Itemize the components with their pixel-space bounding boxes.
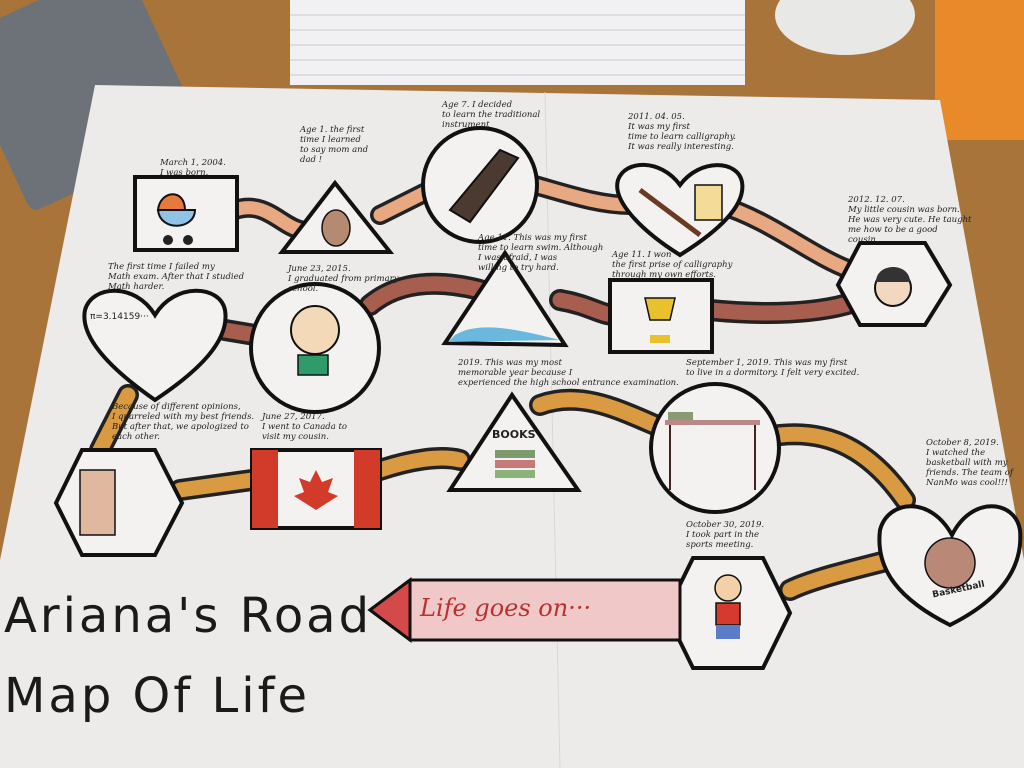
arrow-text: Life goes on···: [420, 594, 592, 622]
books-triangle: [446, 391, 582, 492]
milestone-birth: March 1, 2004. I was born.: [160, 158, 226, 178]
milestone-exam-year: 2019. This was my most memorable year be…: [458, 358, 679, 388]
milestone-swim: Age 11. This was my first time to learn …: [478, 233, 604, 273]
milestone-first-words: Age 1. the first time I learned to say m…: [300, 125, 369, 165]
quarrel-hexagon: [53, 448, 185, 557]
milestone-graduation: June 23, 2015. I graduated from primary …: [288, 264, 399, 294]
juice-box: [935, 0, 1024, 140]
poster-title-line2: Map Of Life: [4, 668, 310, 724]
poster-title-line1: Ariana's Road: [4, 588, 373, 644]
swim-triangle: [441, 249, 569, 348]
pencil-tip: [367, 577, 412, 643]
math-heart: [82, 288, 228, 403]
milestone-prize: Age 11. I won the first prise of calligr…: [612, 250, 733, 280]
milestone-basketball: October 8, 2019. I watched the basketbal…: [926, 438, 1014, 488]
milestone-cousin: 2012. 12. 07. My little cousin was born.…: [848, 195, 972, 245]
milestone-instrument: Age 7. I decided to learn the traditiona…: [442, 100, 541, 130]
cup: [775, 0, 915, 55]
illustrations: [79, 148, 976, 639]
notebook: [290, 0, 745, 85]
milestone-calligraphy: 2011. 04. 05. It was my first time to le…: [628, 112, 737, 152]
milestone-dormitory: September 1, 2019. This was my first to …: [686, 358, 860, 378]
milestone-sports-meeting: October 30, 2019. I took part in the spo…: [686, 520, 765, 550]
milestone-quarrel: Because of different opinions, I quarrel…: [112, 402, 255, 442]
milestone-math-exam: The first time I failed my Math exam. Af…: [108, 262, 245, 292]
pi-label: π=3.14159···: [90, 312, 149, 322]
books-label: BOOKS: [492, 428, 536, 441]
milestone-canada: June 27, 2017. I went to Canada to visit…: [262, 412, 348, 442]
